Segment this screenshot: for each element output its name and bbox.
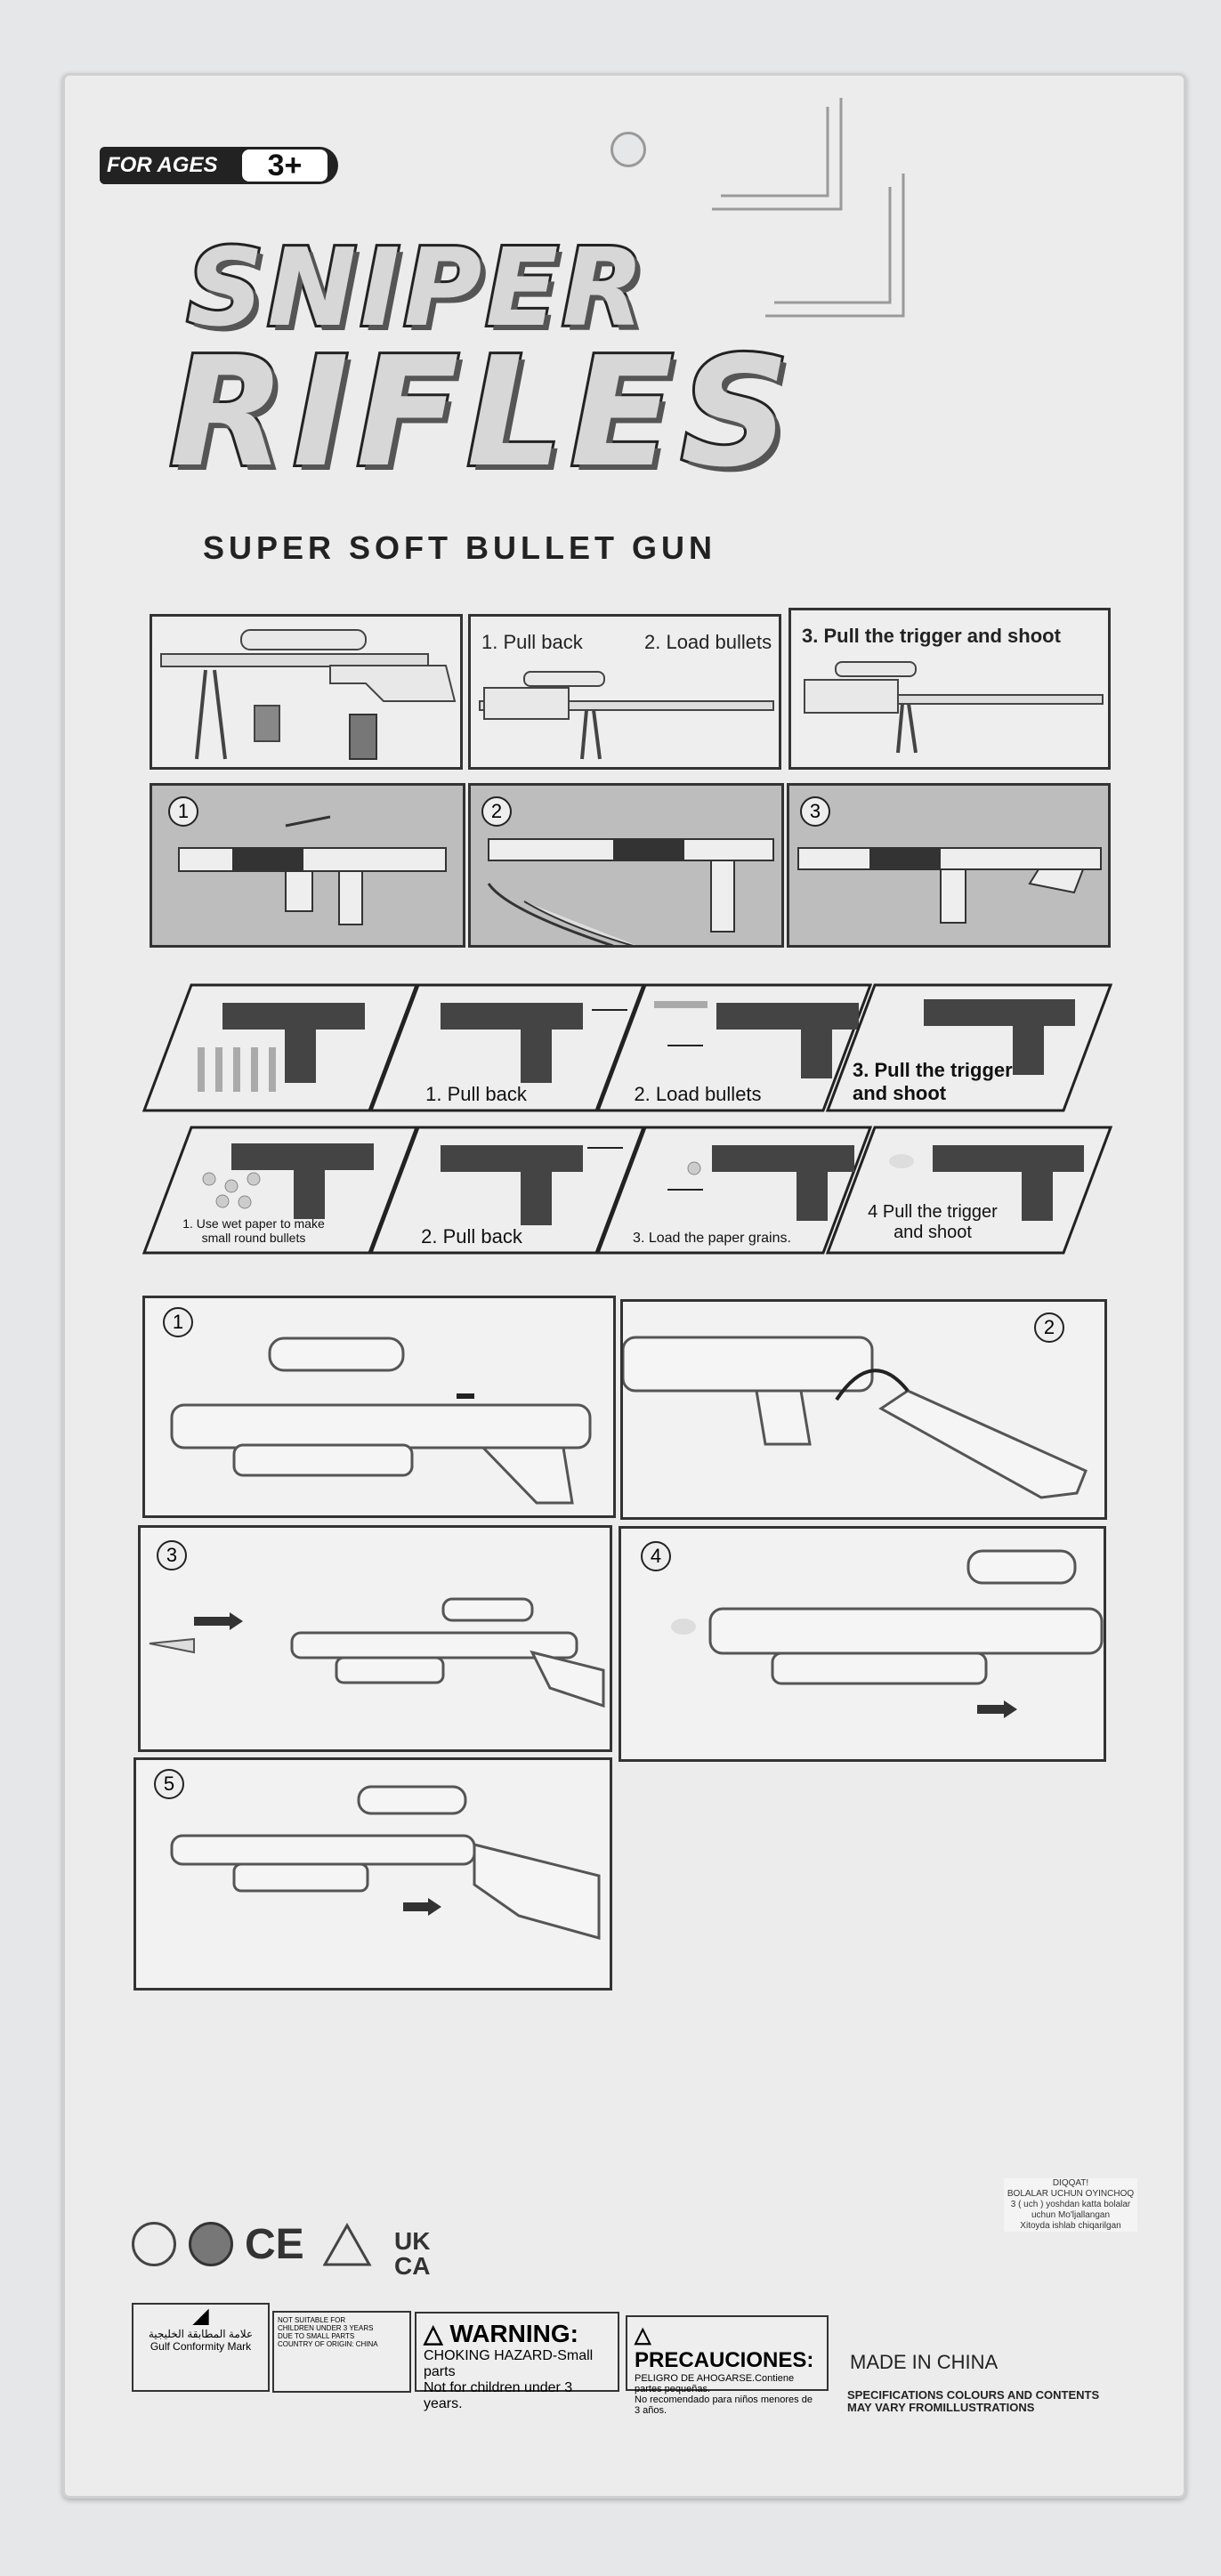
shotgun-illustration: [671, 1549, 1104, 1718]
pistol-step-label: 1. Pull back: [425, 1083, 527, 1105]
gulf-logo-icon: ◢: [192, 2304, 209, 2328]
title-line1: SNIPER: [184, 224, 648, 353]
precauciones-line2: No recomendado para niños menores de 3 a…: [635, 2394, 813, 2416]
title-line2: RIFLES: [166, 322, 797, 504]
pistol-panel-1-2: 1. Pull back: [369, 983, 645, 1112]
rifle-panel-2: 2: [468, 783, 784, 948]
shotgun-step-number: 2: [1034, 1312, 1064, 1343]
sniper-rifle-illustration: [479, 671, 774, 760]
assault-rifle-illustration: [178, 815, 447, 925]
pistol-step-label: 2. Load bullets: [634, 1083, 762, 1105]
sniper-rifle-illustration: [804, 661, 1104, 754]
shotgun-step-number: 5: [154, 1769, 184, 1799]
sniper-panel-overview: [150, 614, 463, 770]
recycle-circle-icon: [189, 2222, 233, 2266]
pistol-panel-1-3: 2. Load bullets: [596, 983, 872, 1112]
sniper-rifle-illustration: [160, 629, 457, 760]
shotgun-panel-4: 4: [619, 1526, 1106, 1762]
uz-label: DIQQAT! BOLALAR UCHUN OYINCHOQ 3 ( uch )…: [1004, 2178, 1137, 2232]
warning-heading: WARNING:: [449, 2320, 578, 2347]
shotgun-panel-3: 3: [138, 1525, 612, 1752]
small-warning-line1: NOT SUITABLE FOR: [278, 2316, 346, 2324]
rifle-step-number: 2: [481, 796, 512, 827]
rifle-panel-3: 3: [787, 783, 1111, 948]
sniper-step1-label: 1. Pull back: [481, 631, 583, 653]
precauciones-line1: PELIGRO DE AHOGARSE.Contiene partes pequ…: [635, 2373, 795, 2394]
ukca-mark: UK CA: [394, 2229, 430, 2279]
pistol-step-label: 1. Use wet paper to make small round bul…: [182, 1216, 325, 1245]
warning-triangle-icon: △: [424, 2320, 443, 2347]
ukca-line1: UK: [394, 2227, 431, 2255]
made-in-label: MADE IN CHINA: [850, 2351, 999, 2373]
warning-triangle-icon: △: [635, 2323, 651, 2347]
precauciones-heading: PRECAUCIONES:: [635, 2348, 814, 2372]
pistol-panel-1-1: [142, 983, 418, 1112]
pistol-panel-2-4: 4 Pull the trigger and shoot: [826, 1126, 1112, 1255]
sniper-step3-label: 3. Pull the trigger and shoot: [802, 625, 1061, 647]
pistol-step-label: 3. Pull the trigger and shoot: [853, 1059, 1013, 1104]
pistol-step-label: 4 Pull the trigger and shoot: [868, 1202, 998, 1242]
rifle-step-number: 1: [168, 796, 198, 827]
subtitle: SUPER SOFT BULLET GUN: [203, 529, 717, 566]
pistol-panel-2-3: 3. Load the paper grains.: [596, 1126, 872, 1255]
hang-hole: [610, 132, 646, 167]
shotgun-step-number: 4: [641, 1541, 671, 1571]
rifle-step-number: 3: [800, 796, 830, 827]
spec-note: SPECIFICATIONS COLOURS AND CONTENTS MAY …: [847, 2388, 1100, 2414]
pistol-panel-1-4: 3. Pull the trigger and shoot: [826, 983, 1112, 1112]
age-badge-value: 3+: [242, 149, 327, 182]
ukca-line2: CA: [394, 2252, 431, 2280]
sniper-step2-label: 2. Load bullets: [644, 631, 772, 653]
packaging-card: [62, 73, 1186, 2499]
small-warning-line2: CHILDREN UNDER 3 YEARS: [278, 2324, 374, 2332]
shotgun-illustration: [623, 1336, 1088, 1499]
shotgun-panel-5: 5: [133, 1757, 612, 1991]
assault-rifle-illustration: [487, 838, 774, 945]
shotgun-illustration: [149, 1597, 605, 1708]
shotgun-step-number: 1: [163, 1307, 193, 1337]
shotgun-panel-1: 1: [142, 1296, 616, 1518]
warning-line1: CHOKING HAZARD-Small parts: [424, 2348, 594, 2379]
shotgun-step-number: 3: [157, 1540, 187, 1571]
gulf-mark-arabic: علامة المطابقة الخليجية: [148, 2328, 254, 2340]
pistol-panel-2-2: 2. Pull back: [369, 1126, 645, 1255]
pistol-step-label: 2. Pull back: [421, 1225, 522, 1248]
sniper-panel-steps12: 1. Pull back 2. Load bullets: [468, 614, 781, 770]
uz-label-body: BOLALAR UCHUN OYINCHOQ 3 ( uch ) yoshdan…: [1007, 2189, 1135, 2231]
rifle-panel-1: 1: [150, 783, 465, 948]
small-warning-line3: DUE TO SMALL PARTS: [278, 2332, 355, 2340]
shotgun-illustration: [170, 1785, 601, 1940]
warning-box: △ WARNING: CHOKING HAZARD-Small parts No…: [415, 2312, 619, 2411]
shotgun-illustration: [170, 1336, 592, 1505]
ce-mark: CE: [245, 2221, 304, 2268]
chevron-decoration: [712, 98, 905, 318]
pistol-panel-2-1: 1. Use wet paper to make small round bul…: [142, 1126, 418, 1255]
uz-label-heading: DIQQAT!: [1052, 2178, 1089, 2188]
gulf-mark-english: Gulf Conformity Mark: [150, 2340, 252, 2353]
assault-rifle-illustration: [797, 847, 1102, 924]
warning-line2: Not for children under 3 years.: [424, 2380, 573, 2411]
pistol-step-label: 3. Load the paper grains.: [633, 1231, 791, 1246]
sniper-panel-step3: 3. Pull the trigger and shoot: [788, 608, 1111, 770]
precauciones-box: △ PRECAUCIONES: PELIGRO DE AHOGARSE.Cont…: [626, 2315, 829, 2416]
age-badge: FOR AGES 3+: [100, 147, 338, 184]
small-parts-warning-box: NOT SUITABLE FOR CHILDREN UNDER 3 YEARS …: [272, 2311, 411, 2393]
recycle-triangle-icon: [322, 2222, 372, 2266]
gulf-mark-box: ◢ علامة المطابقة الخليجية Gulf Conformit…: [132, 2303, 270, 2392]
no-small-children-icon: [132, 2222, 176, 2266]
age-badge-label: FOR AGES: [107, 153, 218, 177]
shotgun-panel-2: 2: [620, 1299, 1107, 1520]
small-warning-line4: COUNTRY OF ORIGIN: CHINA: [278, 2340, 378, 2348]
